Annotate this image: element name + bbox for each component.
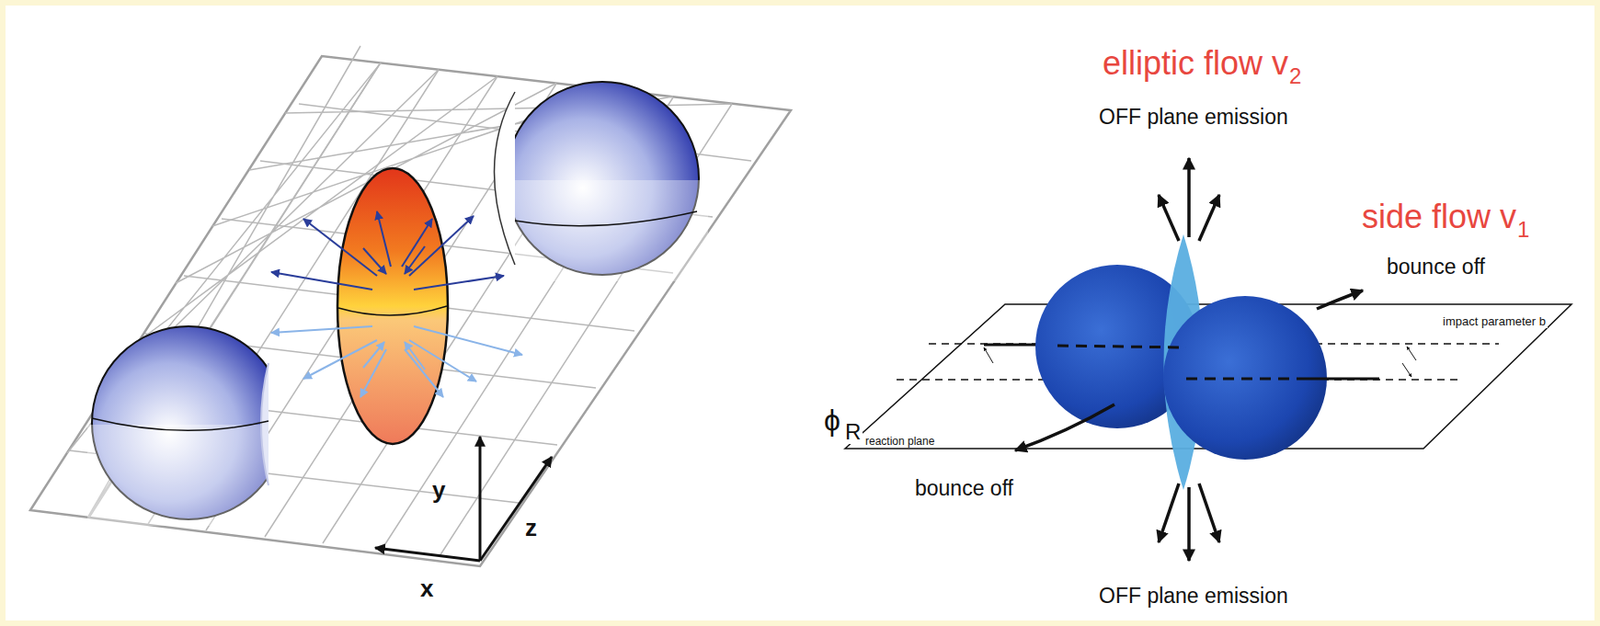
bounce-label: bounce off [913, 477, 1016, 501]
emission-label: OFF plane emission [1097, 105, 1291, 129]
emission-label: OFF plane emission [1097, 584, 1291, 608]
bounce-label: bounce off [1384, 255, 1487, 279]
impact-label: impact parameter b [1440, 315, 1548, 329]
subscript: R [843, 420, 863, 445]
axis-label: z [525, 514, 538, 542]
flow-title: elliptic flow v [1102, 45, 1289, 82]
angle-symbol: ϕ [822, 404, 843, 437]
subscript: 1 [1517, 217, 1530, 242]
subscript: 2 [1289, 64, 1302, 89]
flow-title: side flow v [1361, 198, 1517, 236]
subscript: reaction plane [863, 435, 937, 448]
axis-label: y [432, 477, 446, 504]
axis-label: x [420, 575, 434, 603]
